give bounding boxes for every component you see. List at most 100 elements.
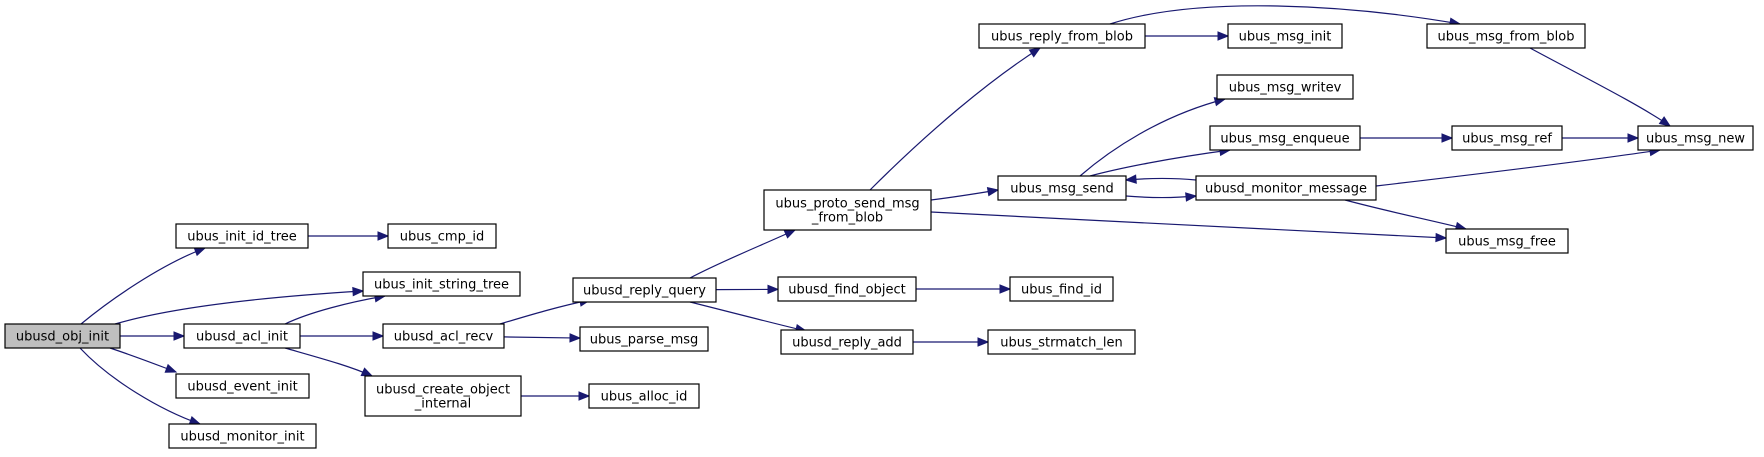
node-ubus-strmatch-len[interactable]: ubus_strmatch_len (987, 329, 1136, 355)
edge-line (79, 347, 201, 425)
edge-line (109, 347, 177, 373)
arrow-head (352, 286, 365, 297)
node-label: ubus_proto_send_msg (775, 197, 919, 212)
edge-ubus_msg_enqueue-to-ubus_msg_ref (1360, 133, 1454, 143)
node-ubus-find-id[interactable]: ubus_find_id (1009, 276, 1114, 302)
arrow-head (783, 229, 797, 239)
arrow-head (377, 231, 390, 241)
node-ubus-init-id-tree[interactable]: ubus_init_id_tree (175, 223, 309, 249)
node-label: ubusd_monitor_message (1205, 182, 1367, 197)
node-ubusd-obj-init[interactable]: ubusd_obj_init (4, 323, 121, 349)
edge-ubus_msg_ref-to-ubus_msg_new (1562, 133, 1640, 143)
node-label: _internal (414, 397, 471, 412)
node-ubusd-acl-init[interactable]: ubusd_acl_init (183, 323, 301, 349)
arrow-head (360, 367, 374, 377)
edge-ubusd_acl_init-to-ubusd_create_object_internal (284, 347, 374, 377)
node-ubusd-acl-recv[interactable]: ubusd_acl_recv (382, 323, 505, 349)
edge-line (689, 229, 796, 279)
node-label: ubus_msg_ref (1462, 132, 1552, 147)
node-ubus-msg-init[interactable]: ubus_msg_init (1227, 23, 1343, 49)
edge-line (1089, 149, 1231, 177)
node-ubusd-event-init[interactable]: ubusd_event_init (175, 373, 310, 399)
node-box (1209, 125, 1361, 151)
edge-ubus_msg_from_blob-to-ubus_msg_new (1529, 47, 1672, 127)
node-ubus-cmp-id[interactable]: ubus_cmp_id (387, 223, 497, 249)
edge-line (869, 47, 1041, 191)
node-ubus-init-string-tree[interactable]: ubus_init_string_tree (362, 271, 521, 297)
node-box (364, 375, 522, 417)
node-ubus-reply-from-blob[interactable]: ubus_reply_from_blob (978, 23, 1146, 49)
edge-ubusd_monitor_message-to-ubus_msg_free (1344, 199, 1468, 232)
edge-line (930, 211, 1447, 239)
arrow-head (569, 333, 582, 343)
edge-line (1344, 199, 1467, 230)
edge-line (1375, 149, 1661, 187)
node-label: ubusd_event_init (187, 380, 297, 395)
node-ubusd-monitor-message[interactable]: ubusd_monitor_message (1195, 175, 1377, 201)
node-box (1451, 125, 1563, 151)
edge-ubusd_obj_init-to-ubusd_event_init (109, 347, 178, 373)
edge-line (80, 247, 206, 325)
node-label: ubus_msg_init (1239, 30, 1332, 45)
node-box (777, 276, 917, 302)
node-box (987, 329, 1136, 355)
node-box (997, 175, 1127, 201)
node-label: ubus_cmp_id (400, 230, 484, 245)
edge-ubus_msg_send-to-ubus_msg_writev (1079, 97, 1227, 177)
arrow-head (767, 284, 780, 295)
node-ubusd-monitor-init[interactable]: ubusd_monitor_init (168, 423, 317, 449)
edge-ubusd_obj_init-to-ubusd_acl_init (120, 331, 186, 341)
node-ubus-msg-writev[interactable]: ubus_msg_writev (1216, 74, 1354, 100)
edge-ubus_msg_send-to-ubusd_monitor_message (1125, 192, 1198, 202)
edge-ubus_proto_send_msg_from_blob-to-ubus_msg_send (930, 187, 1000, 201)
arrow-head (1441, 133, 1454, 143)
edge-line (1529, 47, 1671, 127)
edge-ubusd_monitor_message-to-ubus_msg_send (1124, 174, 1197, 184)
node-box (175, 223, 309, 249)
node-ubus-msg-new[interactable]: ubus_msg_new (1637, 125, 1754, 151)
node-ubus-msg-from-blob[interactable]: ubus_msg_from_blob (1426, 23, 1586, 49)
arrow-head (372, 331, 385, 341)
arrow-head (193, 247, 207, 257)
node-label: ubus_find_id (1021, 283, 1102, 298)
node-ubus-proto-send-msg-from-blob[interactable]: ubus_proto_send_msg_from_blob (763, 189, 932, 231)
edge-ubusd_acl_recv-to-ubus_parse_msg (503, 333, 582, 343)
edge-ubusd_reply_add-to-ubus_strmatch_len (913, 337, 990, 347)
node-ubusd-reply-query[interactable]: ubusd_reply_query (572, 277, 717, 303)
node-ubusd-reply-add[interactable]: ubusd_reply_add (780, 329, 914, 355)
node-ubus-msg-free[interactable]: ubus_msg_free (1445, 228, 1569, 254)
node-label: ubus_alloc_id (601, 390, 688, 405)
arrow-head (1185, 192, 1198, 202)
node-label: ubusd_create_object (376, 383, 510, 398)
node-box (175, 373, 310, 399)
node-ubus-msg-send[interactable]: ubus_msg_send (997, 175, 1127, 201)
edges-layer (79, 5, 1672, 426)
edge-ubusd_reply_query-to-ubus_proto_send_msg_from_blob (689, 229, 797, 279)
node-box (588, 383, 700, 409)
node-box (780, 329, 914, 355)
node-ubus-alloc-id[interactable]: ubus_alloc_id (588, 383, 700, 409)
node-ubus-parse-msg[interactable]: ubus_parse_msg (579, 326, 709, 352)
arrow-head (986, 187, 1000, 197)
node-label: ubus_msg_from_blob (1437, 30, 1574, 45)
node-label: ubus_msg_writev (1229, 81, 1342, 96)
edge-ubus_proto_send_msg_from_blob-to-ubus_reply_from_blob (869, 47, 1042, 191)
node-label: ubusd_reply_query (583, 284, 706, 299)
node-ubusd-find-object[interactable]: ubusd_find_object (777, 276, 917, 302)
node-label: ubusd_reply_add (792, 336, 902, 351)
edge-line (284, 347, 373, 377)
node-label: ubus_init_string_tree (374, 278, 509, 293)
node-box (978, 23, 1146, 49)
arrow-head (1435, 232, 1448, 243)
node-ubus-msg-ref[interactable]: ubus_msg_ref (1451, 125, 1563, 151)
edge-ubus_reply_from_blob-to-ubus_msg_init (1145, 31, 1230, 41)
node-label: ubus_msg_free (1458, 235, 1556, 250)
node-label: _from_blob (811, 211, 883, 226)
node-box (183, 323, 301, 349)
node-ubus-msg-enqueue[interactable]: ubus_msg_enqueue (1209, 125, 1361, 151)
node-box (1195, 175, 1377, 201)
arrow-head (1124, 174, 1137, 184)
node-box (1227, 23, 1343, 49)
node-ubusd-create-object-internal[interactable]: ubusd_create_object_internal (364, 375, 522, 417)
arrow-head (1028, 47, 1042, 58)
